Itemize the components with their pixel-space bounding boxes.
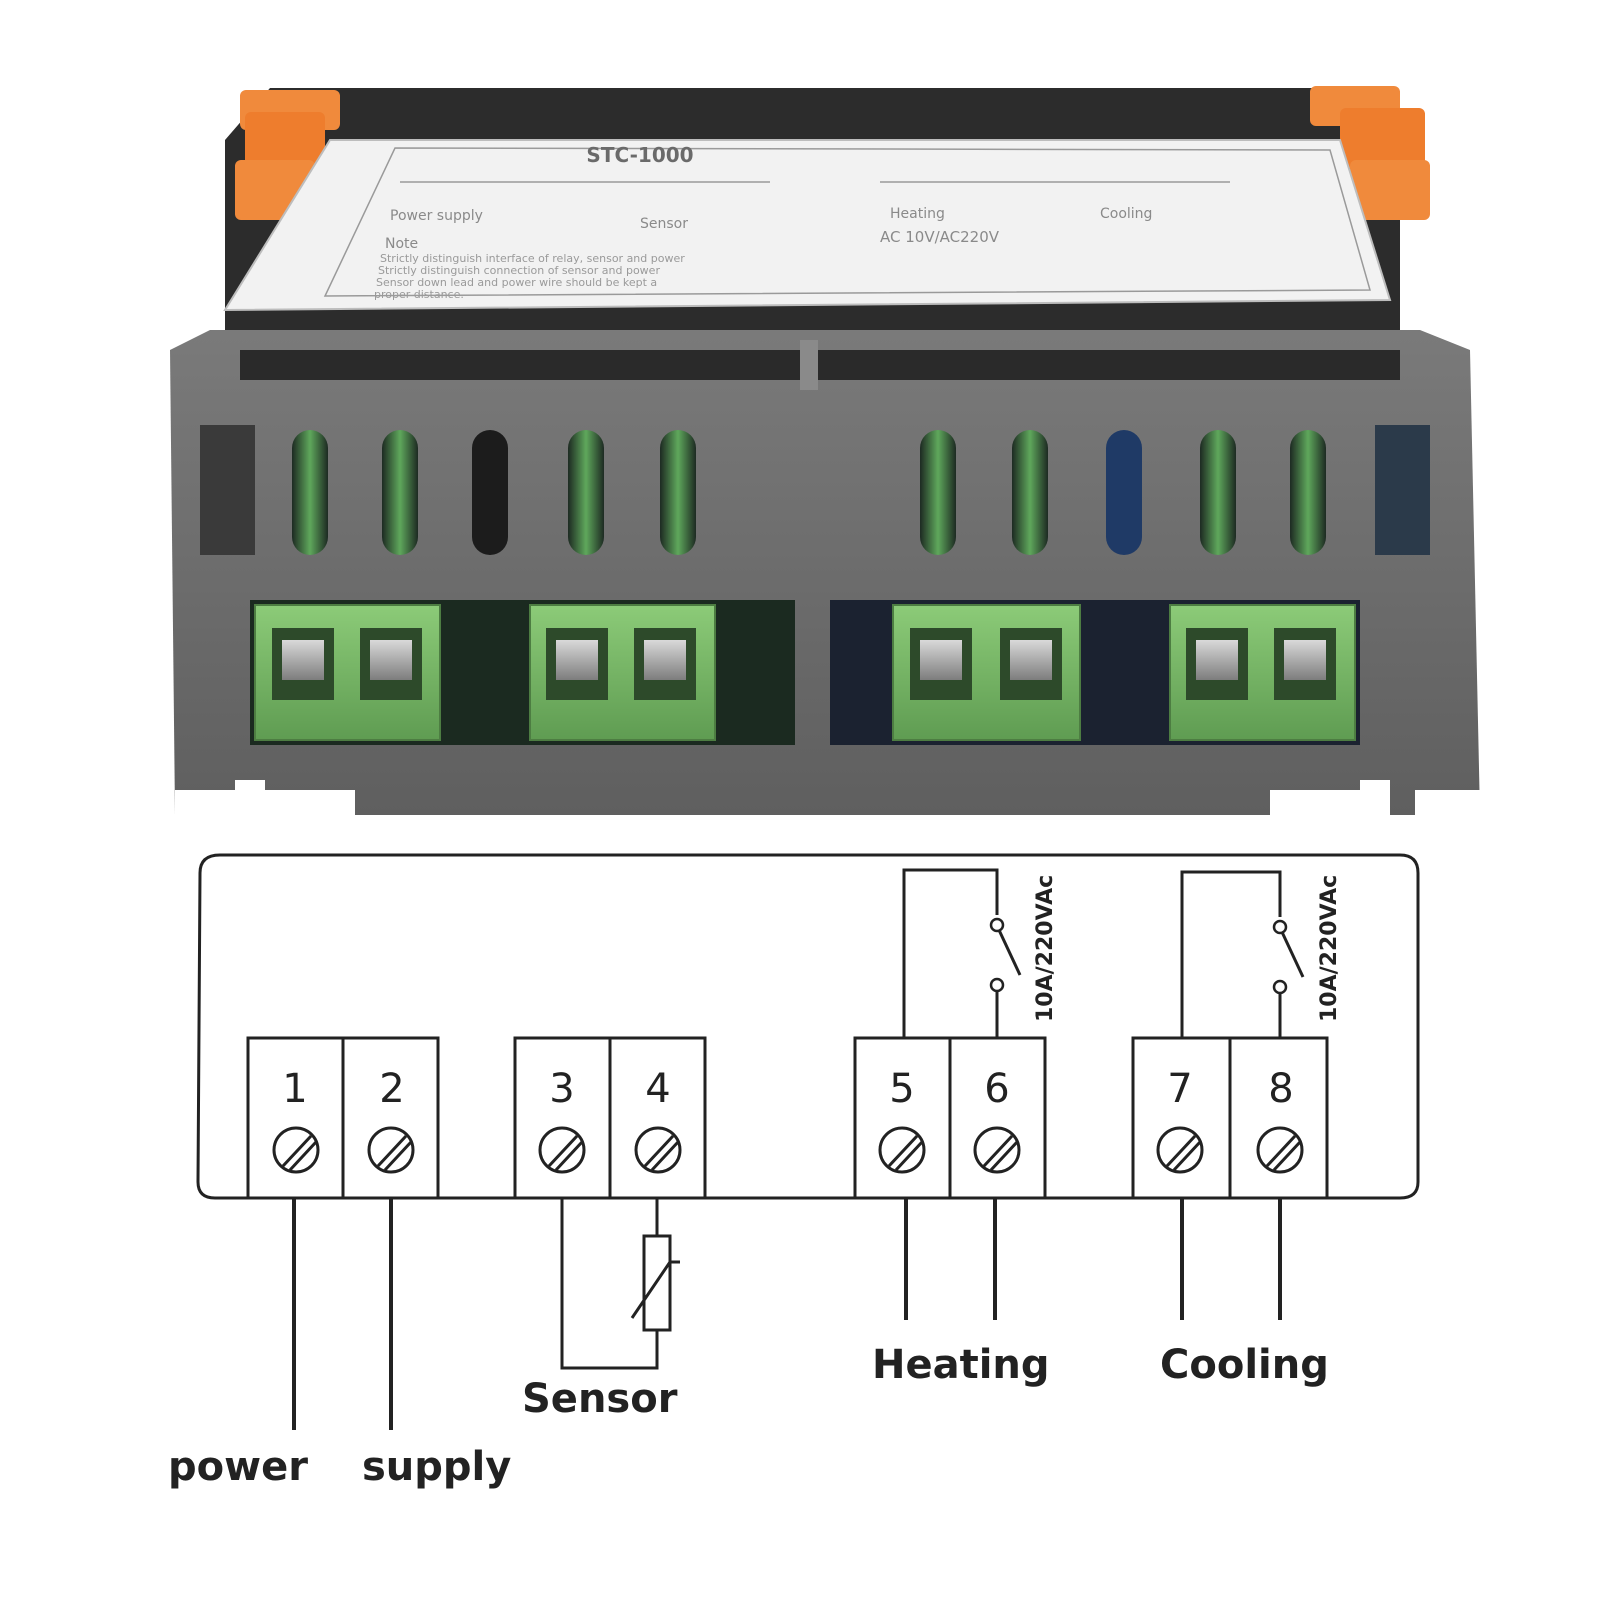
relay-rating-heating: 10A/220VAc — [1033, 875, 1058, 1022]
label-heating: Heating — [872, 1342, 1050, 1388]
screw-icon — [878, 1126, 926, 1174]
relay-contact-icon — [989, 977, 1005, 993]
screw-icon — [272, 1126, 320, 1174]
housing-slot — [292, 430, 328, 555]
terminal-number: 1 — [282, 1066, 307, 1112]
terminal-number: 2 — [379, 1066, 404, 1112]
housing-slots — [292, 430, 1326, 555]
terminal-screws — [272, 1126, 1304, 1174]
heating-relay — [902, 868, 1022, 1038]
housing-slot — [382, 430, 418, 555]
relay-contact-icon — [1272, 979, 1288, 995]
screw-icon — [1256, 1126, 1304, 1174]
device-label-sticker: STC-1000 Power supply Sensor Heating Coo… — [223, 139, 1392, 312]
device-note-line-4: proper distance. — [374, 288, 464, 301]
screw-icon — [538, 1126, 586, 1174]
housing-slot — [660, 430, 696, 555]
housing-slot — [568, 430, 604, 555]
terminal-6 — [948, 1036, 1047, 1200]
relay-rating-cooling: 10A/220VAc — [1317, 875, 1342, 1022]
label-power: power — [168, 1444, 308, 1490]
terminal-number: 5 — [889, 1066, 914, 1112]
device-label-power-supply: Power supply — [390, 208, 483, 224]
device-note-line-3: Sensor down lead and power wire should b… — [376, 276, 657, 289]
relay-contact-icon — [989, 917, 1005, 933]
screw-icon — [973, 1126, 1021, 1174]
terminal-5 — [853, 1036, 952, 1200]
terminal-4 — [608, 1036, 707, 1200]
terminal-number: 4 — [645, 1066, 670, 1112]
photo-terminal-block-sensor — [529, 604, 716, 741]
housing-slot — [1290, 430, 1326, 555]
cooling-relay — [1180, 870, 1305, 1038]
housing-slot — [1200, 430, 1236, 555]
terminal-number: 8 — [1268, 1066, 1293, 1112]
device-label-sensor: Sensor — [640, 216, 688, 232]
device-rear-housing — [170, 330, 1485, 820]
relay-contact-icon — [1272, 919, 1288, 935]
terminal-7 — [1131, 1036, 1232, 1200]
terminal-number: 3 — [549, 1066, 574, 1112]
external-leads — [292, 1198, 1282, 1430]
mounting-clip-right — [1310, 86, 1430, 220]
terminal-1 — [246, 1036, 345, 1200]
photo-terminal-block-power — [254, 604, 441, 741]
device-label-heating: Heating — [890, 206, 945, 222]
label-sensor: Sensor — [522, 1376, 678, 1422]
housing-slot — [1106, 430, 1142, 555]
device-model-label: STC-1000 — [586, 143, 693, 167]
photo-terminal-block-heating — [892, 604, 1081, 741]
screw-icon — [1156, 1126, 1204, 1174]
photo-terminal-block-cooling — [1169, 604, 1356, 741]
wiring-diagram — [196, 853, 1420, 1430]
terminal-number: 6 — [984, 1066, 1009, 1112]
device-note-line-1: Strictly distinguish interface of relay,… — [380, 252, 685, 265]
label-supply: supply — [362, 1444, 511, 1490]
screw-icon — [367, 1126, 415, 1174]
device-note-title: Note — [385, 236, 418, 252]
terminal-8 — [1228, 1036, 1329, 1200]
terminal-numbers: 1 2 3 4 5 6 7 8 — [282, 1066, 1293, 1112]
housing-slot — [472, 430, 508, 555]
device-label-cooling: Cooling — [1100, 206, 1152, 222]
terminal-number: 7 — [1167, 1066, 1192, 1112]
terminal-2 — [341, 1036, 440, 1200]
housing-slot — [920, 430, 956, 555]
device-label-rating: AC 10V/AC220V — [880, 228, 1000, 246]
device-outline — [196, 853, 1420, 1200]
screw-icon — [634, 1126, 682, 1174]
label-cooling: Cooling — [1160, 1342, 1329, 1388]
housing-slot — [1012, 430, 1048, 555]
device-photo: STC-1000 Power supply Sensor Heating Coo… — [170, 86, 1485, 820]
group-labels: Sensor Heating Cooling power supply — [168, 1342, 1329, 1490]
sensor-circuit — [560, 1198, 680, 1370]
device-note-line-2: Strictly distinguish connection of senso… — [378, 264, 660, 277]
terminal-3 — [513, 1036, 612, 1200]
